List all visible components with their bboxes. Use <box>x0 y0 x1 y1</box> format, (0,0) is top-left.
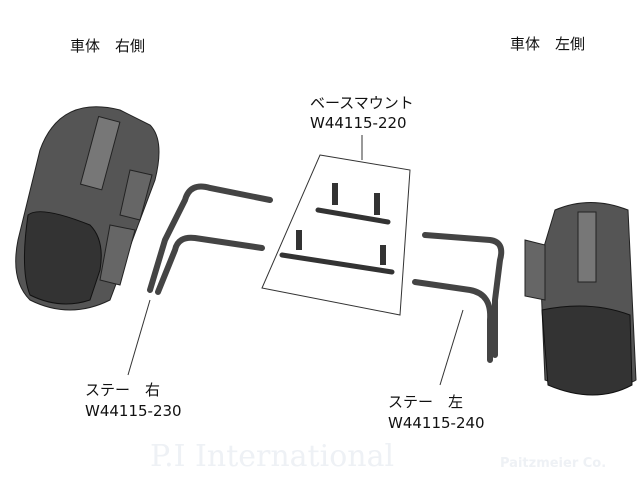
watermark: P.I International <box>150 439 395 474</box>
leader-line-left <box>439 309 464 386</box>
stay-right-label: ステー 右 <box>85 381 161 399</box>
stay-left <box>412 232 505 363</box>
stay-left-label: ステー 左 <box>388 393 464 411</box>
stay-right <box>147 183 273 295</box>
body-left-label: 車体 左側 <box>510 35 586 53</box>
stay-left-part-number: W44115-240 <box>388 414 485 432</box>
base-mount-box <box>261 135 411 316</box>
body-right-label: 車体 右側 <box>70 37 146 55</box>
stay-right-part-number: W44115-230 <box>85 402 182 420</box>
base-mount-part-number: W44115-220 <box>310 114 407 132</box>
body-left-bag <box>524 202 637 396</box>
leader-line-right <box>127 299 151 376</box>
body-right-bag <box>15 106 160 311</box>
watermark-sub: Paitzmeier Co. <box>500 456 607 471</box>
base-mount-label: ベースマウント <box>310 94 414 112</box>
